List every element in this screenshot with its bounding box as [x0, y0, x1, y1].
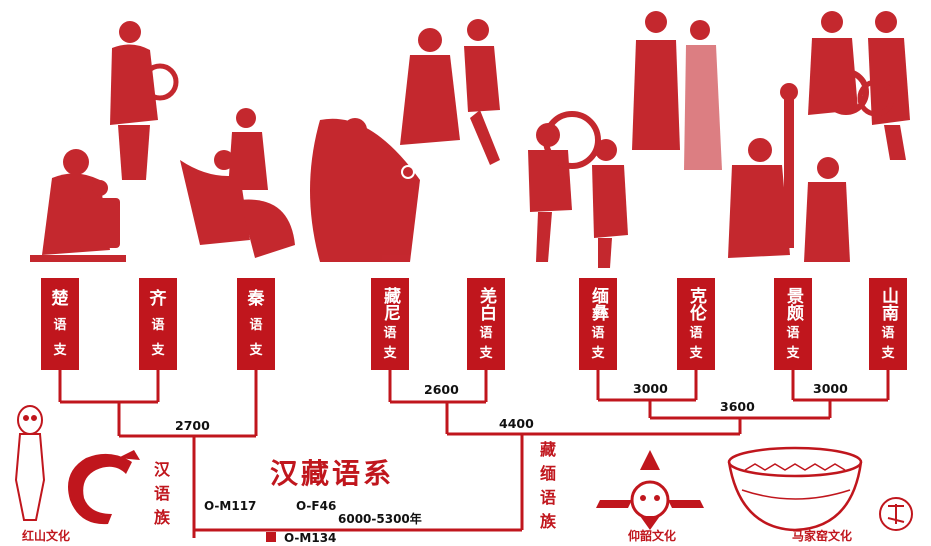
hongshan-artifacts — [14, 405, 46, 521]
haplogroup-b: O-F46 — [296, 499, 337, 513]
node-suffix-1: 语 — [53, 317, 67, 333]
papercut-figure-group-center-right — [528, 111, 628, 268]
node-name: 秦 — [247, 288, 265, 309]
node-suffix-1: 语 — [249, 317, 263, 333]
majiayao-bowl-icon — [727, 446, 863, 532]
tibeto-burman-char: 语 — [540, 488, 557, 507]
root-marker — [266, 532, 276, 542]
node-suffix-1: 语 — [479, 326, 493, 341]
seal-stamp — [879, 497, 913, 531]
date-range: 6000-5300年 — [338, 512, 422, 526]
node-qiangbai: 羌白 语 支 — [467, 278, 505, 370]
node-suffix-1: 语 — [151, 317, 165, 333]
node-suffix-2: 支 — [689, 346, 703, 361]
yangshao-mask-icon — [596, 450, 704, 530]
tibeto-burman-char: 藏 — [540, 440, 557, 459]
node-suffix-2: 支 — [881, 346, 895, 361]
papercut-figure-couple-top — [110, 21, 179, 180]
node-suffix-2: 支 — [786, 346, 800, 361]
node-name: 缅彝 — [588, 287, 608, 321]
node-suffix-2: 支 — [249, 343, 263, 359]
split-year-jing-shan: 3000 — [813, 381, 848, 396]
node-qin: 秦 语 支 — [237, 278, 275, 370]
node-suffix-2: 支 — [591, 346, 605, 361]
split-year-zang-qiang: 2600 — [424, 382, 459, 397]
papercut-figure-group-right — [728, 83, 850, 262]
sinitic-label: 汉 语 族 — [154, 458, 170, 530]
node-name: 齐 — [149, 288, 167, 309]
papercut-figure-mother-child — [30, 149, 126, 262]
node-kelun: 克伦 语 支 — [677, 278, 715, 370]
node-suffix-1: 语 — [881, 326, 895, 341]
node-mianyi: 缅彝 语 支 — [579, 278, 617, 370]
node-qi: 齐 语 支 — [139, 278, 177, 370]
node-name: 羌白 — [476, 287, 496, 321]
node-suffix-2: 支 — [151, 343, 165, 359]
node-shannan: 山南 语 支 — [869, 278, 907, 370]
tibeto-burman-label: 藏 缅 语 族 — [540, 438, 556, 534]
papercut-figure-couple-right — [632, 11, 722, 170]
sinitic-char: 族 — [154, 508, 171, 527]
node-name: 克伦 — [686, 287, 706, 321]
node-name: 藏尼 — [380, 287, 400, 321]
node-suffix-1: 语 — [786, 326, 800, 341]
node-name: 景颇 — [783, 287, 803, 321]
node-suffix-1: 语 — [689, 326, 703, 341]
tree-lines — [58, 370, 890, 538]
node-suffix-2: 支 — [479, 346, 493, 361]
haplogroup-a: O-M117 — [204, 499, 257, 513]
node-suffix-1: 语 — [591, 326, 605, 341]
family-title: 汉藏语系 — [270, 457, 395, 490]
tibeto-burman-char: 族 — [540, 512, 557, 531]
culture-majiayao: 马家窑文化 — [792, 529, 853, 543]
node-suffix-2: 支 — [383, 346, 397, 361]
tibeto-burman-char: 缅 — [540, 464, 557, 483]
split-year-mian-kelun: 3000 — [633, 381, 668, 396]
split-year-tibeto-burman: 4400 — [499, 416, 534, 431]
node-zangni: 藏尼 语 支 — [371, 278, 409, 370]
node-name: 楚 — [51, 288, 69, 309]
node-name: 山南 — [878, 287, 898, 321]
culture-yangshao: 仰韶文化 — [628, 529, 677, 543]
papercut-figure-dancers — [180, 108, 295, 258]
split-year-sinitic: 2700 — [175, 418, 210, 433]
haplogroup-c: O-M134 — [284, 531, 337, 545]
culture-hongshan: 红山文化 — [22, 529, 71, 543]
node-suffix-2: 支 — [53, 343, 67, 359]
jade-dragon-icon — [68, 453, 132, 525]
papercut-figure-group-center-left — [310, 19, 500, 262]
sinitic-char: 汉 — [154, 460, 171, 479]
split-year-southern: 3600 — [720, 399, 755, 414]
node-chu: 楚 语 支 — [41, 278, 79, 370]
papercut-figure-drummers — [808, 11, 910, 160]
sinitic-char: 语 — [154, 484, 171, 503]
node-jingpo: 景颇 语 支 — [774, 278, 812, 370]
node-suffix-1: 语 — [383, 326, 397, 341]
